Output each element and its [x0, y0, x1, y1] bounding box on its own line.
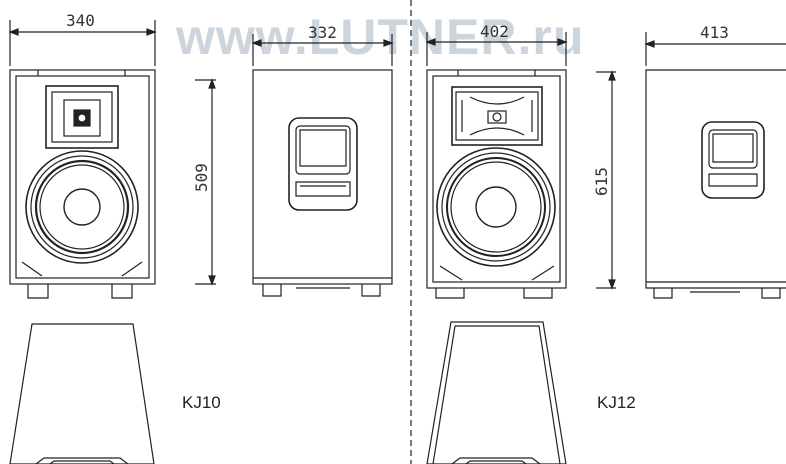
kj12-model-label: KJ12	[597, 393, 636, 412]
kj10-model-label: KJ10	[182, 393, 221, 412]
kj10-width-label: 340	[66, 11, 95, 30]
kj10-side-view: 332	[251, 23, 394, 297]
kj12-front-view: 402 615	[425, 22, 616, 299]
kj10-depth-label: 332	[308, 23, 337, 42]
kj12-height-label: 615	[592, 167, 611, 196]
kj10-front-view: 340 509	[8, 11, 216, 299]
watermark-text: www.LUTNER.ru	[175, 9, 584, 65]
kj12-width-label: 402	[480, 22, 509, 41]
kj12-top-view: KJ12	[426, 321, 636, 464]
kj12-side-view: 413	[644, 23, 786, 299]
kj10-top-view: KJ10	[9, 323, 221, 464]
kj10-height-label: 509	[192, 163, 211, 192]
kj12-depth-label: 413	[700, 23, 729, 42]
